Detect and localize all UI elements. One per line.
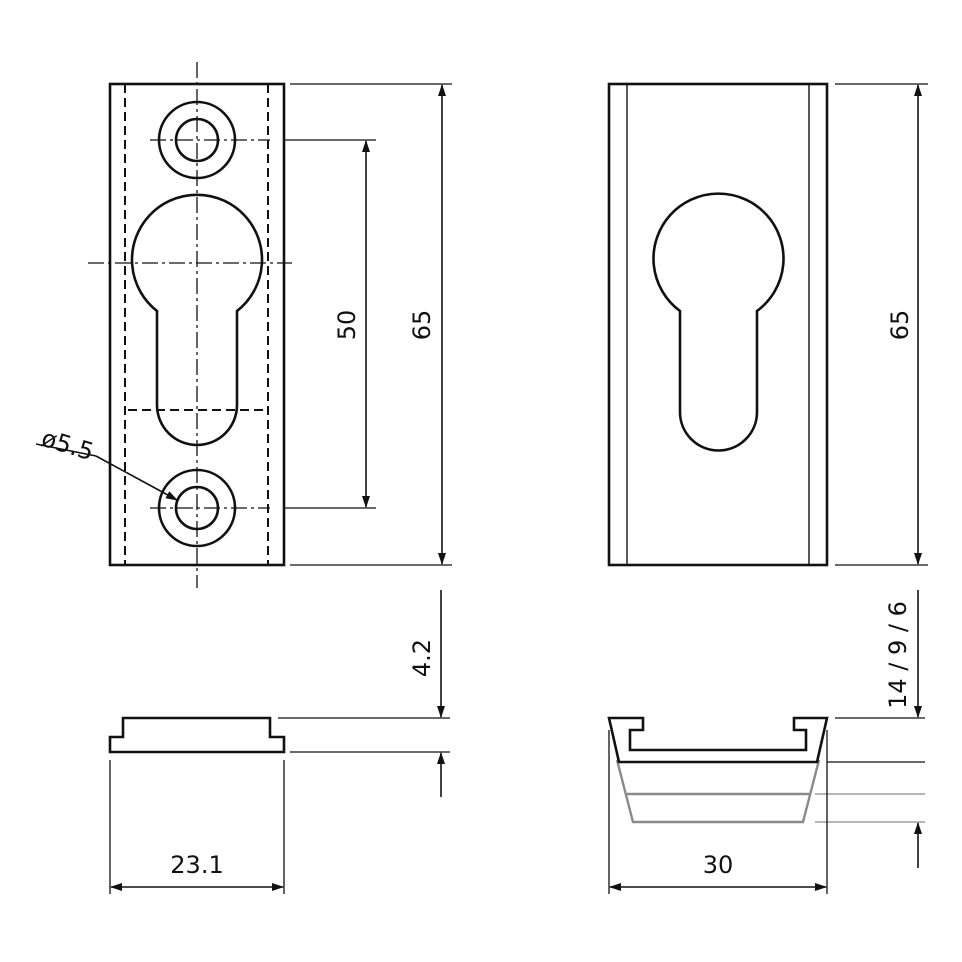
right-side-dimensions: 14 / 9 / 6 30 bbox=[608, 590, 925, 894]
left-front-dimensions: 50 65 ø5.5 bbox=[35, 83, 452, 566]
dim-width-right: 30 bbox=[703, 851, 734, 879]
right-front-view bbox=[607, 82, 829, 567]
keyhole-cutout-right bbox=[652, 192, 785, 452]
dim-thickness-left: 4.2 bbox=[408, 639, 436, 677]
left-front-view bbox=[88, 62, 292, 588]
keyhole-cutout bbox=[130, 193, 264, 447]
left-side-profile bbox=[108, 716, 286, 754]
right-front-dimensions: 65 bbox=[835, 83, 928, 566]
left-side-dimensions: 4.2 23.1 bbox=[109, 590, 450, 894]
dim-height-right: 65 bbox=[886, 310, 914, 341]
dim-height-left: 65 bbox=[408, 310, 436, 341]
variant-outline-14 bbox=[615, 759, 821, 824]
dim-width-left: 23.1 bbox=[170, 851, 223, 879]
dim-hole-diameter: ø5.5 bbox=[38, 424, 97, 466]
right-side-profile bbox=[607, 716, 829, 824]
dim-thickness-right: 14 / 9 / 6 bbox=[884, 601, 912, 709]
dim-hole-spacing: 50 bbox=[333, 310, 361, 341]
